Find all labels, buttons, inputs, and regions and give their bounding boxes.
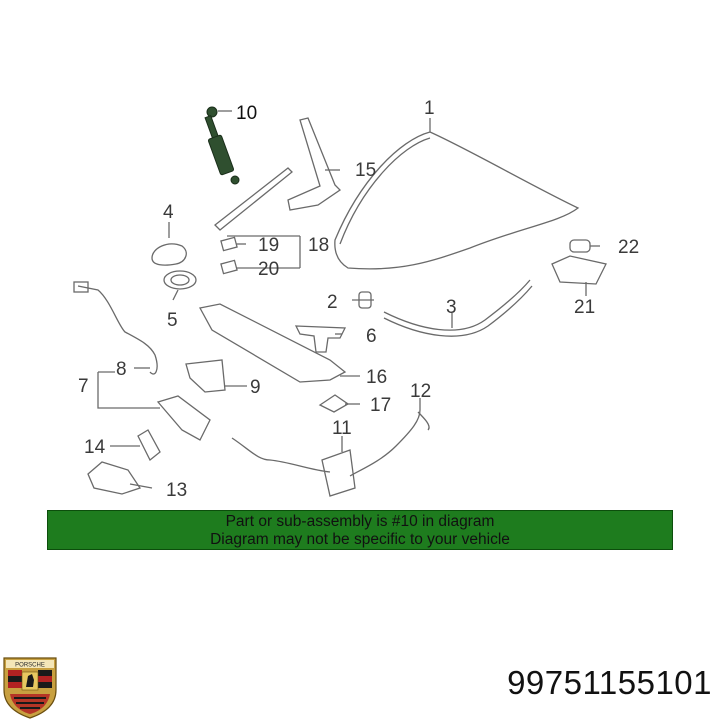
callout-21: 21	[574, 297, 595, 318]
banner-line-2: Diagram may not be specific to your vehi…	[210, 531, 510, 548]
cross-member	[199, 303, 347, 383]
logo-text: PORSCHE	[15, 663, 45, 669]
callout-4: 4	[163, 202, 174, 223]
gas-strut-10	[204, 106, 240, 185]
release-cable	[77, 285, 158, 375]
bumper-4	[151, 243, 187, 266]
callout-18: 18	[308, 235, 329, 256]
callout-16: 16	[366, 367, 387, 388]
callout-15: 15	[355, 160, 376, 181]
pad-19	[220, 236, 238, 252]
pad-20	[220, 259, 238, 275]
callout-19: 19	[258, 235, 279, 256]
latch-cable	[231, 437, 331, 473]
bracket-14	[137, 429, 161, 462]
callout-2: 2	[327, 292, 338, 313]
clip-22	[569, 239, 591, 253]
callout-1: 1	[424, 98, 435, 119]
callout-13: 13	[166, 480, 187, 501]
banner-line-1: Part or sub-assembly is #10 in diagram	[225, 513, 495, 530]
callout-17: 17	[370, 395, 391, 416]
callout-6: 6	[366, 326, 377, 347]
pad-17	[318, 394, 350, 413]
hood-panel	[334, 131, 580, 270]
bracket-9	[185, 359, 226, 393]
latch-11	[321, 449, 356, 497]
hood-hinge	[287, 117, 342, 211]
bracket-6	[294, 325, 347, 353]
callout-11: 11	[332, 418, 352, 439]
info-banner: Part or sub-assembly is #10 in diagram D…	[47, 510, 673, 550]
callout-14: 14	[84, 437, 106, 458]
callout-12: 12	[410, 381, 431, 402]
support-rod	[214, 167, 293, 231]
latch-13	[87, 461, 142, 495]
porsche-crest-icon: PORSCHE	[3, 657, 57, 719]
bracket-21	[551, 255, 607, 285]
callout-7: 7	[78, 376, 89, 397]
bracket-7	[156, 395, 211, 441]
bracket-5	[163, 270, 197, 290]
callout-22: 22	[618, 237, 639, 258]
hood-seal	[383, 279, 531, 331]
part-number: 99751155101	[507, 664, 712, 701]
callout-20: 20	[258, 259, 279, 280]
callout-8: 8	[116, 359, 127, 380]
callout-3: 3	[446, 297, 457, 318]
callout-10: 10	[236, 103, 257, 124]
callout-5: 5	[167, 310, 178, 331]
callout-9: 9	[250, 377, 261, 398]
